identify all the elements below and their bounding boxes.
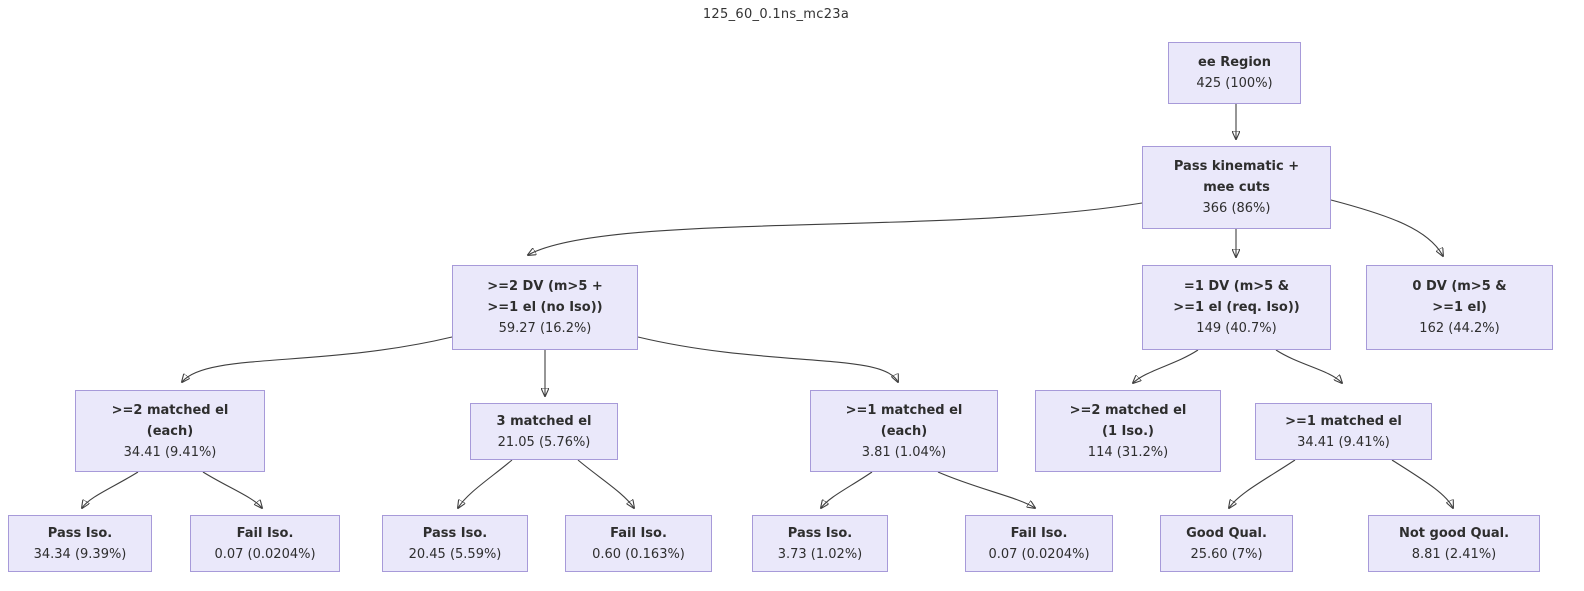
node-label: Pass Iso.: [787, 525, 853, 541]
node-fail-iso-3: Fail Iso. 0.07 (0.0204%): [965, 515, 1113, 572]
node-value: 0.60 (0.163%): [592, 546, 685, 562]
edge-m2each-to-pass1: [82, 471, 139, 508]
node-fail-iso-2: Fail Iso. 0.60 (0.163%): [565, 515, 712, 572]
node-label: (each): [880, 423, 928, 439]
node-ge1-matched-el-each: >=1 matched el (each) 3.81 (1.04%): [810, 390, 998, 472]
edge-m1each-to-fail3: [937, 471, 1035, 508]
node-label: Fail Iso.: [1010, 525, 1068, 541]
node-label: >=2 matched el: [111, 402, 229, 418]
node-value: 34.41 (9.41%): [123, 444, 217, 460]
node-value: 0.07 (0.0204%): [214, 546, 316, 562]
node-ee-region: ee Region 425 (100%): [1168, 42, 1301, 104]
node-ge2-matched-el-1iso: >=2 matched el (1 Iso.) 114 (31.2%): [1035, 390, 1221, 472]
node-value: 21.05 (5.76%): [497, 434, 591, 450]
edge-kinematic-to-dv2: [528, 202, 1143, 255]
node-label: Not good Qual.: [1398, 525, 1510, 541]
node-label: >=1 el (req. Iso)): [1173, 300, 1300, 315]
edge-dv1-to-m2iso: [1133, 349, 1199, 383]
node-ge2-dv: >=2 DV (m>5 + >=1 el (no Iso)) 59.27 (16…: [452, 265, 638, 350]
node-fail-iso-1: Fail Iso. 0.07 (0.0204%): [190, 515, 340, 572]
node-label: ee Region: [1198, 55, 1271, 70]
node-pass-iso-3: Pass Iso. 3.73 (1.02%): [752, 515, 888, 572]
edge-m3-to-fail2: [577, 459, 634, 508]
edge-dv2-to-m2each: [182, 336, 453, 382]
node-ge2-matched-el-each: >=2 matched el (each) 34.41 (9.41%): [75, 390, 265, 472]
node-3-matched-el: 3 matched el 21.05 (5.76%): [470, 403, 618, 460]
node-label: Pass kinematic +: [1173, 159, 1300, 174]
node-zero-dv: 0 DV (m>5 & >=1 el) 162 (44.2%): [1366, 265, 1553, 350]
node-value: 3.73 (1.02%): [777, 546, 863, 562]
node-value: 3.81 (1.04%): [861, 444, 947, 460]
node-value: 25.60 (7%): [1190, 546, 1263, 562]
node-value: 34.41 (9.41%): [1297, 434, 1390, 450]
node-label: (each): [146, 423, 194, 439]
node-label: =1 DV (m>5 &: [1183, 279, 1290, 294]
node-value: 149 (40.7%): [1196, 321, 1277, 336]
node-pass-iso-2: Pass Iso. 20.45 (5.59%): [382, 515, 528, 572]
node-label: >=1 matched el: [845, 402, 963, 418]
edge-dv2-to-m1each: [637, 336, 898, 382]
node-value: 366 (86%): [1202, 201, 1271, 216]
node-label: 3 matched el: [496, 413, 592, 429]
node-value: 114 (31.2%): [1087, 444, 1169, 460]
node-ge1-matched-el: >=1 matched el 34.41 (9.41%): [1255, 403, 1432, 460]
node-good-qual: Good Qual. 25.60 (7%): [1160, 515, 1293, 572]
node-pass-kinematic: Pass kinematic + mee cuts 366 (86%): [1142, 146, 1331, 229]
node-value: 162 (44.2%): [1419, 321, 1500, 336]
node-pass-iso-1: Pass Iso. 34.34 (9.39%): [8, 515, 152, 572]
edge-m3-to-pass2: [458, 459, 513, 508]
node-value: 0.07 (0.0204%): [988, 546, 1090, 562]
node-label: mee cuts: [1203, 180, 1270, 195]
node-value: 20.45 (5.59%): [408, 546, 502, 562]
node-label: Fail Iso.: [236, 525, 294, 541]
edge-m1each-to-pass3: [821, 471, 873, 508]
diagram-title: 125_60_0.1ns_mc23a: [702, 7, 850, 22]
node-value: 34.34 (9.39%): [33, 546, 127, 562]
node-label: (1 Iso.): [1102, 423, 1154, 439]
edge-m1-to-notgoodq: [1391, 459, 1453, 508]
node-value: 8.81 (2.41%): [1411, 546, 1497, 562]
node-label: Pass Iso.: [422, 525, 488, 541]
node-label: Good Qual.: [1186, 525, 1267, 541]
node-label: >=1 matched el: [1285, 413, 1402, 429]
node-label: 0 DV (m>5 &: [1412, 279, 1507, 294]
edge-kinematic-to-dv0: [1330, 199, 1443, 256]
node-label: Pass Iso.: [47, 525, 113, 541]
node-value: 59.27 (16.2%): [498, 321, 592, 336]
node-label: >=1 el): [1432, 300, 1487, 315]
node-value: 425 (100%): [1196, 76, 1273, 91]
node-label: >=1 el (no Iso)): [487, 300, 603, 315]
edge-m1-to-goodq: [1229, 459, 1296, 508]
node-eq1-dv: =1 DV (m>5 & >=1 el (req. Iso)) 149 (40.…: [1142, 265, 1331, 350]
node-not-good-qual: Not good Qual. 8.81 (2.41%): [1368, 515, 1540, 572]
node-label: >=2 DV (m>5 +: [487, 279, 603, 294]
node-label: Fail Iso.: [610, 525, 667, 541]
node-label: >=2 matched el: [1069, 402, 1187, 418]
edge-m2each-to-fail1: [202, 471, 262, 508]
edge-dv1-to-m1: [1275, 349, 1342, 383]
